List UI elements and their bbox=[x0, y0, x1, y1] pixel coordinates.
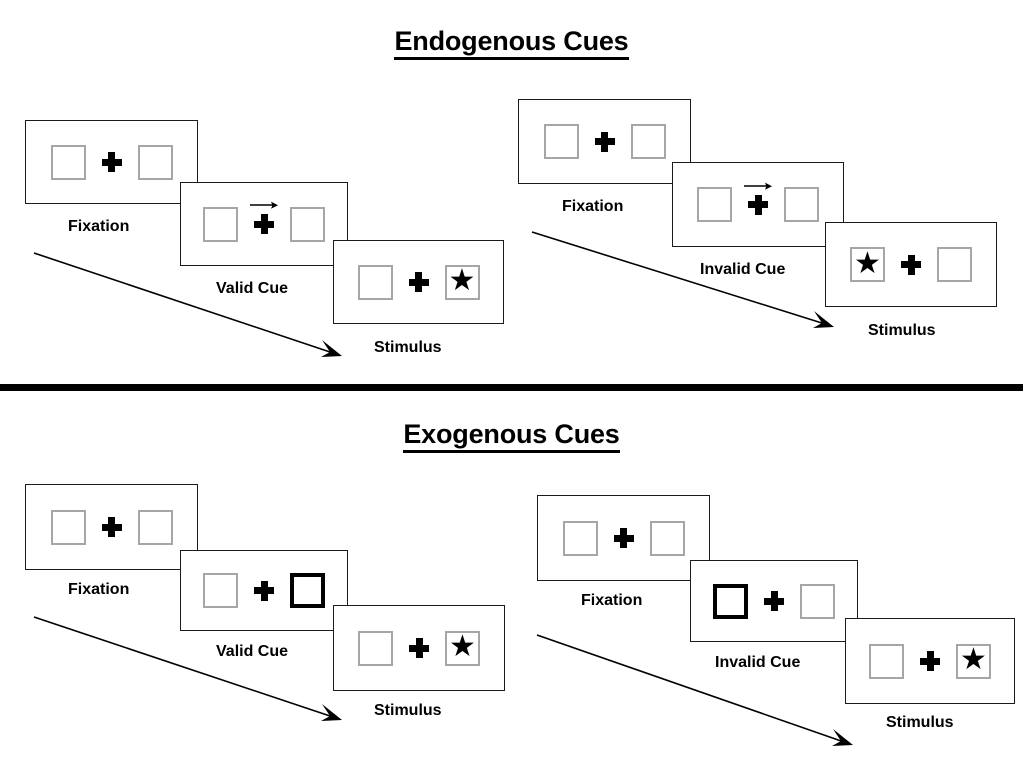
caption-exogenous-valid-fixation: Fixation bbox=[68, 581, 130, 598]
left-placeholder-box bbox=[357, 264, 393, 300]
panel-content: ★ bbox=[334, 606, 504, 690]
stimulus-star-icon: ★ bbox=[960, 643, 987, 676]
left-placeholder-box bbox=[50, 144, 86, 180]
left-placeholder-box: ★ bbox=[850, 247, 885, 282]
panel-exogenous-invalid-cue bbox=[690, 560, 858, 642]
caption-endogenous-valid-cue: Valid Cue bbox=[216, 280, 289, 297]
panel-exogenous-valid-cue bbox=[180, 550, 348, 631]
panel-endogenous-invalid-fixation bbox=[518, 99, 691, 184]
right-arrow-icon bbox=[250, 201, 278, 209]
fixation-cross-icon bbox=[744, 182, 772, 215]
caption-endogenous-valid-fixation: Fixation bbox=[68, 218, 130, 235]
right-arrow-icon bbox=[744, 182, 772, 190]
panel-content: ★ bbox=[826, 223, 996, 306]
fixation-cross-icon bbox=[101, 152, 122, 172]
right-placeholder-box bbox=[800, 583, 835, 619]
fixation-cross-icon bbox=[254, 580, 274, 601]
panel-endogenous-valid-cue bbox=[180, 182, 348, 266]
panel-endogenous-invalid-cue bbox=[672, 162, 844, 247]
left-placeholder-box-cued bbox=[713, 583, 748, 619]
panel-exogenous-valid-stimulus: ★ bbox=[333, 605, 505, 691]
panel-exogenous-valid-fixation bbox=[25, 484, 198, 570]
left-placeholder-box bbox=[869, 643, 904, 679]
right-placeholder-box bbox=[290, 206, 325, 242]
panel-content bbox=[181, 551, 347, 630]
panel-endogenous-valid-stimulus: ★ bbox=[333, 240, 504, 324]
section-title-endogenous-text: Endogenous Cues bbox=[394, 26, 629, 60]
right-placeholder-box bbox=[137, 144, 173, 180]
stimulus-star-icon: ★ bbox=[854, 246, 881, 280]
section-title-endogenous: Endogenous Cues bbox=[0, 26, 1023, 60]
right-placeholder-box bbox=[784, 187, 819, 222]
left-placeholder-box bbox=[203, 573, 238, 608]
right-placeholder-box bbox=[630, 124, 666, 159]
left-placeholder-box bbox=[697, 187, 732, 222]
panel-content bbox=[538, 496, 709, 580]
right-placeholder-box: ★ bbox=[445, 630, 480, 666]
time-flow-arrow-endogenous-invalid bbox=[531, 231, 834, 328]
caption-endogenous-invalid-cue: Invalid Cue bbox=[700, 261, 786, 278]
section-divider bbox=[0, 384, 1023, 391]
caption-exogenous-invalid-stimulus: Stimulus bbox=[886, 714, 954, 731]
stimulus-star-icon: ★ bbox=[448, 264, 476, 297]
fixation-cross-icon bbox=[901, 254, 921, 275]
time-flow-arrow-exogenous-invalid bbox=[536, 634, 853, 746]
left-placeholder-box bbox=[543, 124, 579, 159]
fixation-cross-icon bbox=[613, 528, 634, 548]
panel-content bbox=[26, 485, 197, 569]
time-flow-arrow-exogenous-valid bbox=[33, 616, 342, 721]
section-title-exogenous: Exogenous Cues bbox=[0, 419, 1023, 453]
fixation-cross-icon bbox=[594, 131, 615, 152]
left-placeholder-box bbox=[562, 520, 598, 556]
panel-content: ★ bbox=[846, 619, 1014, 703]
fixation-cross-icon bbox=[920, 651, 940, 671]
panel-content bbox=[181, 183, 347, 265]
section-title-exogenous-text: Exogenous Cues bbox=[403, 419, 620, 453]
time-flow-arrow-endogenous-valid bbox=[33, 252, 342, 357]
left-placeholder-box bbox=[358, 630, 393, 666]
right-placeholder-box: ★ bbox=[956, 643, 991, 679]
panel-content bbox=[26, 121, 197, 203]
panel-content bbox=[673, 163, 843, 246]
caption-endogenous-invalid-fixation: Fixation bbox=[562, 198, 624, 215]
right-placeholder-box bbox=[649, 520, 685, 556]
stimulus-star-icon: ★ bbox=[449, 630, 476, 663]
right-placeholder-box bbox=[137, 509, 173, 545]
panel-content bbox=[691, 561, 857, 641]
fixation-cross-icon bbox=[408, 272, 429, 292]
fixation-cross-icon bbox=[409, 638, 429, 658]
caption-endogenous-valid-stimulus: Stimulus bbox=[374, 339, 442, 356]
right-placeholder-box: ★ bbox=[444, 264, 480, 300]
caption-endogenous-invalid-stimulus: Stimulus bbox=[868, 322, 936, 339]
panel-exogenous-invalid-fixation bbox=[537, 495, 710, 581]
panel-endogenous-invalid-stimulus: ★ bbox=[825, 222, 997, 307]
panel-exogenous-invalid-stimulus: ★ bbox=[845, 618, 1015, 704]
fixation-cross-icon bbox=[764, 591, 784, 611]
caption-exogenous-valid-stimulus: Stimulus bbox=[374, 702, 442, 719]
left-placeholder-box bbox=[50, 509, 86, 545]
panel-content: ★ bbox=[334, 241, 503, 323]
panel-endogenous-valid-fixation bbox=[25, 120, 198, 204]
caption-exogenous-invalid-cue: Invalid Cue bbox=[715, 654, 801, 671]
fixation-cross-icon bbox=[250, 201, 278, 234]
left-placeholder-box bbox=[203, 206, 238, 242]
fixation-cross-icon bbox=[101, 517, 122, 537]
caption-exogenous-valid-cue: Valid Cue bbox=[216, 643, 289, 660]
right-placeholder-box bbox=[937, 247, 972, 282]
panel-content bbox=[519, 100, 690, 183]
caption-exogenous-invalid-fixation: Fixation bbox=[581, 592, 643, 609]
right-placeholder-box-cued bbox=[290, 573, 325, 608]
